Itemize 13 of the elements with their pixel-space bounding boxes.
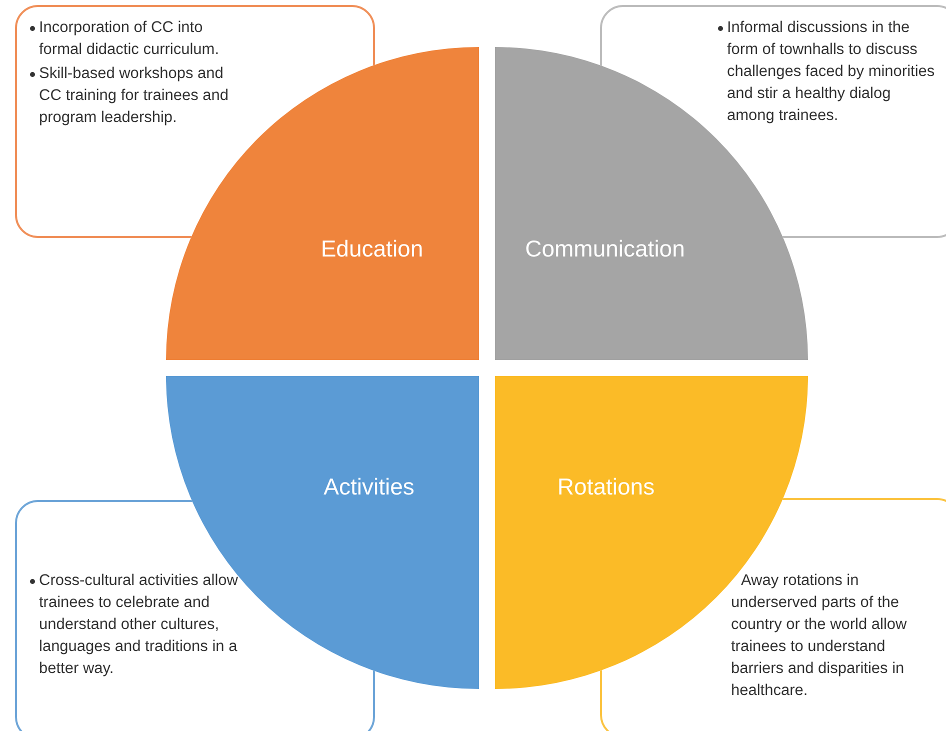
sector-label: Activities xyxy=(324,474,414,500)
text-card xyxy=(15,5,375,238)
sector-label: Rotations xyxy=(557,474,655,500)
sector-label: Communication xyxy=(525,236,685,262)
bullet-text: Cross-cultural activities allow trainees to celebrate and understand other cultures, languages and traditions in a better way. xyxy=(30,570,245,680)
text-card xyxy=(600,498,946,731)
sector-label: Education xyxy=(320,236,424,262)
text-card xyxy=(600,5,946,238)
bullet-text: Incorporation of CC into formal didactic curriculum. xyxy=(30,17,235,61)
description-text: Away rotations in underserved parts of the country or the world allow trainees to understand barriers and disparities in healthcare. xyxy=(730,571,908,701)
bullet-text: Informal discussions in the form of townhalls to discuss challenges faced by minorities and stir a healthy dialog among trainees. xyxy=(718,17,940,127)
text-card xyxy=(15,500,375,731)
bullet-text: Skill-based workshops and CC training for trainees and program leadership. xyxy=(30,63,235,129)
